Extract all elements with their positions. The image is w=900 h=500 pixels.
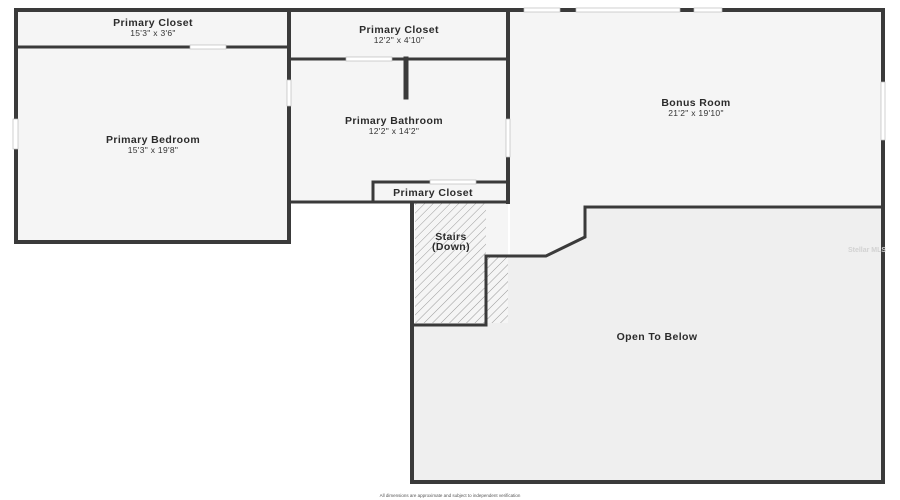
walls [14,8,885,484]
bonus-window-3 [693,7,723,13]
room-labels: Primary Closet 15'3" x 3'6" Primary Bedr… [106,17,886,498]
closet-top-title: Primary Closet [359,24,439,36]
bonus-window-1 [523,7,561,13]
stairs-title: Stairs [435,231,467,243]
bedroom-floor [16,47,289,242]
closet-left-dims: 15'3" x 3'6" [130,28,176,38]
small-closet-door [429,179,477,185]
bathroom-dims: 12'2" x 14'2" [369,126,420,136]
exterior-wall-left [14,8,291,244]
bonus-room-title: Bonus Room [661,97,730,109]
bonus-window-2 [575,7,681,13]
closet-left-title: Primary Closet [113,17,193,29]
small-closet-title: Primary Closet [393,187,473,199]
open-to-below-title: Open To Below [617,331,698,343]
stairs-landing [486,203,508,256]
bathroom-title: Primary Bathroom [345,115,443,127]
floor-fills [16,10,883,482]
closet-left-floor [16,10,289,47]
bedroom-window [12,118,19,150]
bathroom-floor [291,59,506,201]
stairs-subtitle: (Down) [432,241,470,253]
closet-top-door [345,56,393,62]
open-to-below-floor [414,207,883,482]
bedroom-bath-door [286,79,292,107]
watermark: Stellar MLS [848,247,886,254]
bonus-room-dims: 21'2" x 19'10" [668,108,724,118]
closet-top-dims: 12'2" x 4'10" [374,35,425,45]
bedroom-title: Primary Bedroom [106,134,200,146]
footnote: All dimensions are approximate and subje… [380,493,521,498]
openings [12,7,886,185]
bath-bonus-door [505,118,511,158]
stairs-wall [410,200,587,327]
closet-top-floor [291,10,506,59]
exterior-wall-top [287,8,885,484]
bonus-room-floor [510,10,883,256]
bedroom-dims: 15'3" x 19'8" [128,145,179,155]
bonus-window-east [880,81,886,141]
closet-left-door [189,44,227,50]
